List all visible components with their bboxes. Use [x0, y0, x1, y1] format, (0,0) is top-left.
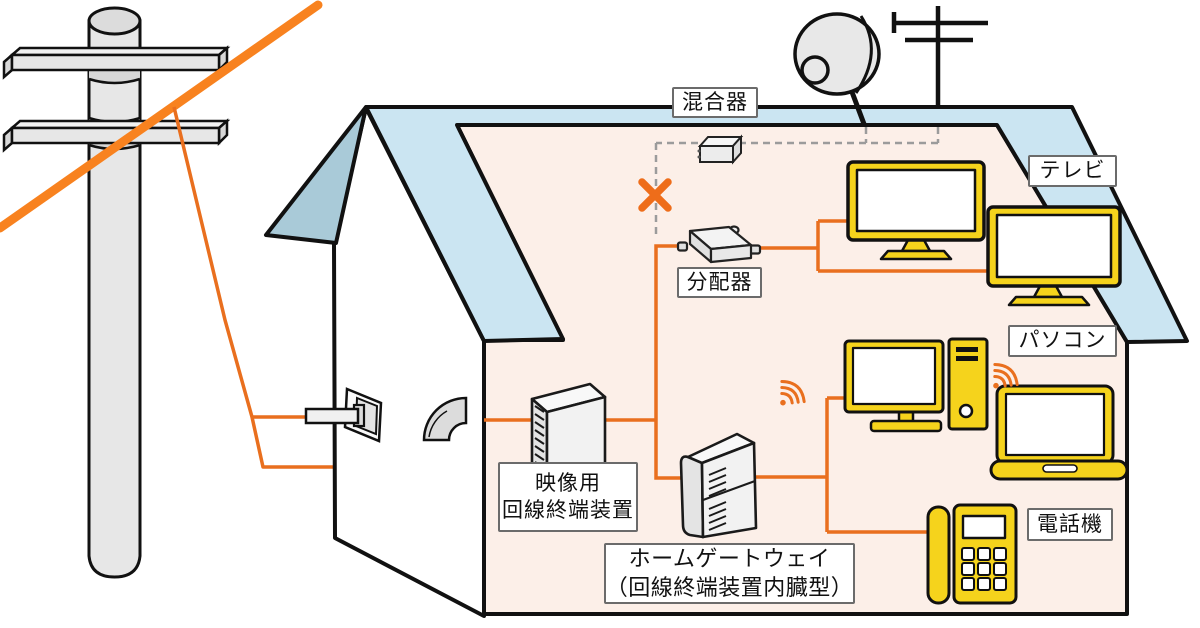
aerial-trunk-cable: [0, 0, 323, 233]
label-mixer: 混合器: [672, 87, 758, 118]
mixer-device: [697, 134, 744, 165]
satellite-dish-icon: [793, 12, 881, 125]
wifi-icon-gateway: [780, 380, 806, 406]
label-video-onu-line1: 映像用: [535, 471, 601, 495]
tv-2: [986, 205, 1122, 307]
label-video-onu: 映像用 回線終端装置: [498, 462, 638, 532]
label-home-gateway-line2: （回線終端装置内臓型）: [605, 574, 854, 600]
label-splitter: 分配器: [677, 267, 762, 298]
wall-entry-plate: [304, 387, 383, 443]
label-mixer-text: 混合器: [682, 90, 748, 114]
label-phone: 電話機: [1027, 508, 1113, 541]
desktop-pc: [843, 337, 989, 433]
label-splitter-text: 分配器: [686, 270, 753, 294]
label-home-gateway-line1: ホームゲートウェイ: [628, 545, 831, 571]
label-pc-text: パソコン: [1018, 329, 1107, 353]
video-onu-device: [530, 382, 607, 484]
disconnected-x-icon: [638, 178, 672, 212]
entry-conduit: [304, 407, 360, 425]
home-gateway-device: [679, 432, 758, 539]
label-phone-text: 電話機: [1037, 512, 1103, 536]
laptop: [989, 384, 1129, 481]
tv-1: [846, 160, 986, 261]
crossarm-upper: [2, 45, 231, 80]
house-interior: [455, 123, 1129, 616]
roof-gable-side: [264, 105, 368, 245]
label-pc: パソコン: [1008, 325, 1117, 357]
interior-wiring: [484, 219, 987, 534]
pc-tower: [947, 337, 989, 431]
splitter-device: [676, 225, 762, 264]
label-tv-text: テレビ: [1039, 159, 1106, 183]
cable-grommet: [422, 396, 468, 442]
label-tv: テレビ: [1028, 155, 1117, 187]
telephone-device: [926, 503, 1018, 605]
cable-grommet-edge: [428, 410, 448, 438]
tv-antenna-icon: [891, 6, 988, 108]
wifi-icon-laptop: [993, 363, 1019, 389]
label-video-onu-line2: 回線終端装置: [502, 499, 634, 522]
crossarm-lower: [2, 118, 231, 153]
label-home-gateway: ホームゲートウェイ （回線終端装置内臓型）: [604, 543, 855, 604]
